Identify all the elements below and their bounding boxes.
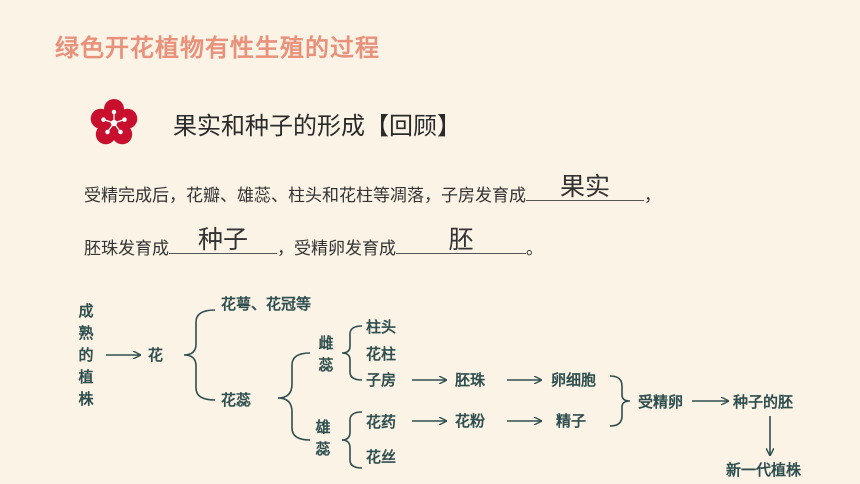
flower-node: 花	[148, 346, 164, 364]
plant-char: 成	[78, 302, 94, 320]
ovule-node: 胚珠	[455, 371, 486, 389]
page-title: 绿色开花植物有性生殖的过程	[55, 34, 380, 62]
mature-plant-node: 成 熟 的 植 株	[76, 300, 96, 410]
sentence-2-part2: ，受精卵发育成	[277, 239, 396, 259]
anther-node: 花药	[366, 413, 397, 431]
answer-fruit: 果实	[559, 172, 610, 201]
plant-char: 的	[78, 346, 94, 364]
new-plant-node: 新一代植株	[726, 461, 802, 479]
pollen-node: 花粉	[455, 412, 486, 430]
plant-char: 植	[78, 368, 94, 386]
answer-embryo: 胚	[448, 225, 474, 254]
plum-blossom-icon	[90, 99, 138, 145]
pistil-node: 雌 蕊	[316, 332, 336, 376]
zygote-node: 受精卵	[638, 393, 684, 411]
sentence-1: 受精完成后，花瓣、雄蕊、柱头和花柱等凋落，子房发育成 果实 ，	[84, 172, 661, 206]
sepal-petal-node: 花萼、花冠等	[221, 295, 312, 313]
style-node: 花柱	[366, 345, 397, 363]
sperm-node: 精子	[556, 412, 587, 430]
answer-blank-fruit[interactable]: 果实	[526, 172, 644, 201]
brace-pistil	[341, 325, 363, 381]
pistil-char: 蕊	[318, 356, 334, 374]
stamen-pistil-node: 花蕊	[221, 391, 252, 409]
answer-blank-seed[interactable]: 种子	[169, 225, 277, 254]
brace-stamen	[341, 411, 363, 469]
stamen-char: 蕊	[315, 440, 331, 458]
answer-blank-embryo[interactable]: 胚	[396, 225, 526, 254]
sentence-2: 胚珠发育成 种子 ，受精卵发育成 胚 。	[84, 225, 543, 259]
pistil-char: 雌	[318, 334, 334, 352]
sentence-1-end: ，	[644, 186, 661, 206]
filament-node: 花丝	[366, 448, 397, 466]
stamen-node: 雄 蕊	[313, 416, 333, 460]
sentence-1-text: 受精完成后，花瓣、雄蕊、柱头和花柱等凋落，子房发育成	[84, 186, 526, 206]
plant-char: 熟	[78, 324, 94, 342]
sentence-2-end: 。	[526, 239, 543, 259]
sentence-2-part1: 胚珠发育成	[84, 239, 169, 259]
section-subtitle: 果实和种子的形成【回顾】	[173, 112, 461, 140]
brace-flower	[183, 309, 216, 401]
egg-cell-node: 卵细胞	[551, 371, 597, 389]
ovary-node: 子房	[366, 371, 397, 389]
stamen-char: 雄	[315, 418, 331, 436]
answer-seed: 种子	[197, 225, 248, 254]
stigma-node: 柱头	[366, 318, 397, 336]
plant-char: 株	[78, 390, 94, 408]
seed-embryo-node: 种子的胚	[733, 393, 794, 411]
brace-stamen-pistil	[277, 352, 311, 441]
brace-fertilization	[609, 375, 631, 427]
